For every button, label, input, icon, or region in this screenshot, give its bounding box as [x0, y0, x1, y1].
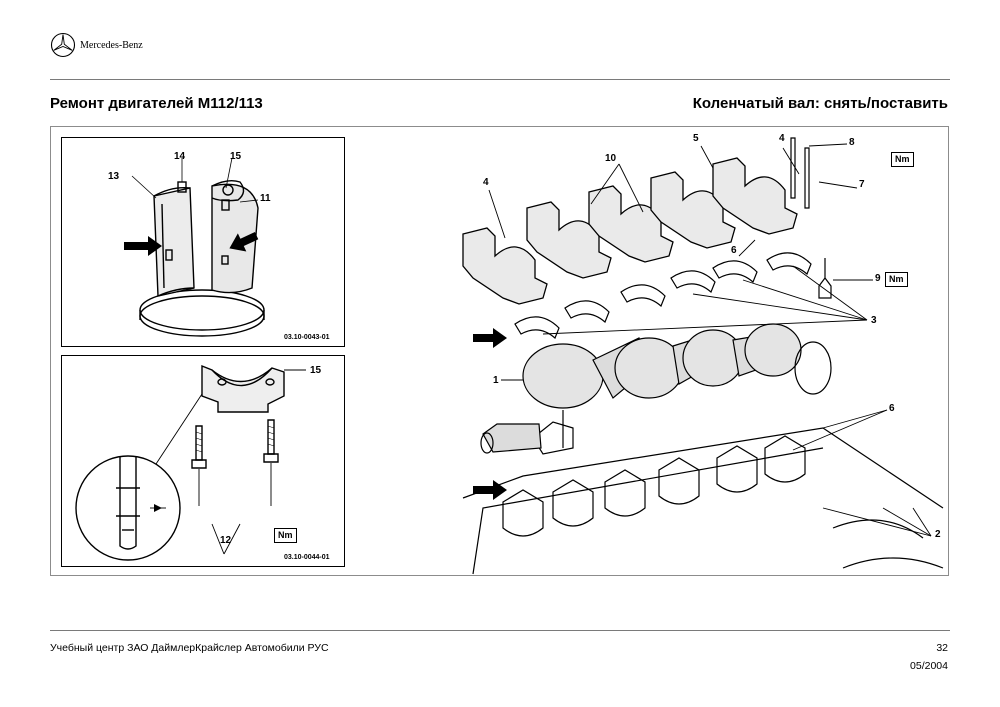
callout-3: 3 [871, 315, 877, 326]
document-date: 05/2004 [910, 660, 948, 672]
drawing-code-top: 03.10-0043-01 [284, 334, 330, 341]
connecting-rod-drawing [124, 157, 265, 337]
callout-10: 10 [605, 153, 617, 164]
callout-11: 11 [260, 193, 271, 204]
callout-7: 7 [859, 179, 865, 190]
brand-name: Mercedes-Benz [80, 39, 143, 51]
figure-frame: 14 15 13 11 03.10-0043-01 [50, 126, 949, 576]
document-title: Ремонт двигателей M112/113 [50, 95, 263, 112]
callout-13: 13 [108, 171, 120, 182]
callout-6-right: 6 [889, 403, 895, 414]
brand-logo: Mercedes-Benz [50, 32, 143, 58]
torque-badge-bolt-8: Nm [891, 152, 914, 167]
drawing-code-bottom: 03.10-0044-01 [284, 554, 330, 561]
callout-6-top: 6 [731, 245, 737, 256]
callout-1: 1 [493, 375, 499, 386]
callout-5: 5 [693, 133, 699, 144]
inset-bearing-cap: 15 12 Nm 03.10-0044-01 [61, 355, 345, 567]
crankshaft-exploded-drawing [462, 137, 944, 575]
callout-12: 12 [220, 535, 232, 546]
inset-connecting-rod: 14 15 13 11 03.10-0043-01 [61, 137, 345, 347]
footer-rule [50, 630, 950, 631]
callout-4-left: 4 [483, 177, 489, 188]
callout-4-top: 4 [779, 133, 785, 144]
callout-2: 2 [935, 529, 941, 540]
callout-15: 15 [310, 365, 322, 376]
page-number: 32 [936, 642, 948, 654]
section-title: Коленчатый вал: снять/поставить [692, 95, 948, 112]
main-illustration-crankshaft: 5 4 8 10 7 4 6 9 3 1 6 2 Nm Nm [443, 128, 948, 575]
callout-14: 14 [174, 151, 186, 162]
callout-15: 15 [230, 151, 242, 162]
torque-badge-bolt-9: Nm [885, 272, 908, 287]
torque-badge: Nm [274, 528, 297, 543]
header-rule [50, 79, 950, 80]
callout-8: 8 [849, 137, 855, 148]
callout-9: 9 [875, 273, 881, 284]
mercedes-star-icon [50, 32, 76, 58]
footer-organization: Учебный центр ЗАО ДаймлерКрайслер Автомо… [50, 642, 329, 654]
bearing-cap-drawing [75, 364, 306, 561]
